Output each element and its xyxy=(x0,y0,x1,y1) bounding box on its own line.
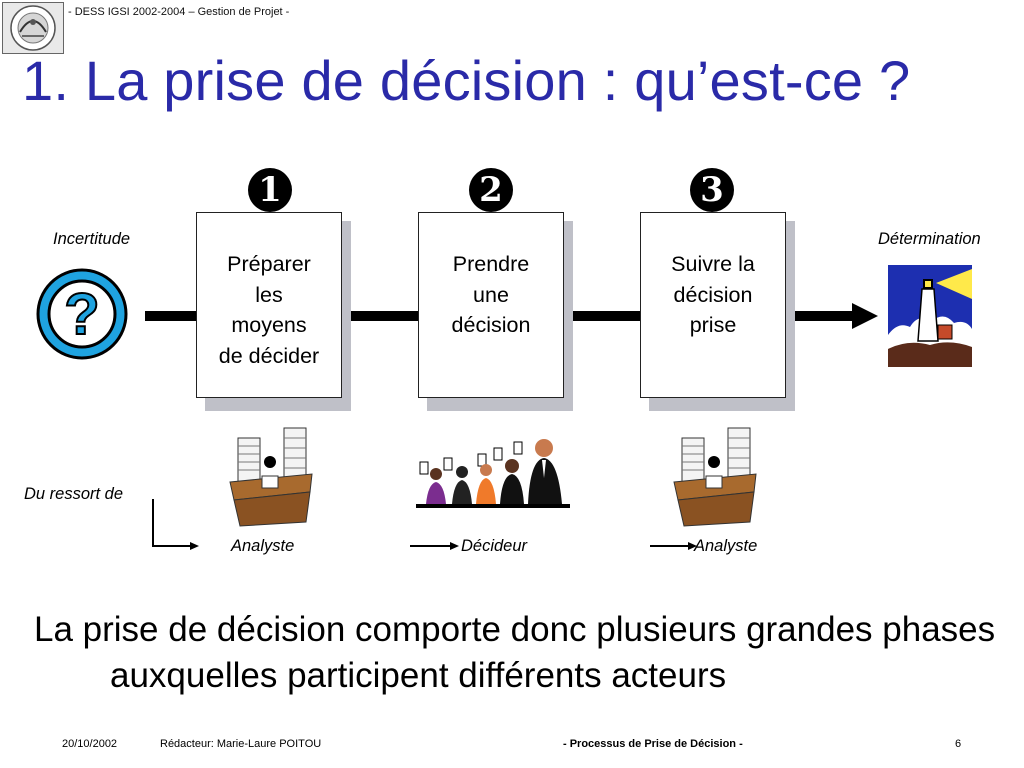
decision-makers-icon xyxy=(416,434,570,510)
analyst-desk-icon xyxy=(672,426,758,528)
footer-author: Rédacteur: Marie-Laure POITOU xyxy=(160,738,322,750)
step-1-number: 1 xyxy=(248,168,292,212)
organization-logo xyxy=(2,2,64,54)
step-3-box: Suivre la décision prise xyxy=(640,212,786,398)
process-arrow-head xyxy=(852,303,878,329)
actor-2-label: Décideur xyxy=(461,537,528,555)
actors-arrow-2-head xyxy=(450,542,459,550)
step-2-box: Prendre une décision xyxy=(418,212,564,398)
actors-arrow-2-line xyxy=(410,545,452,547)
footer-page-number: 6 xyxy=(955,738,962,750)
step-3-label: Suivre la décision prise xyxy=(671,252,755,337)
header-text: - DESS IGSI 2002-2004 – Gestion de Proje… xyxy=(68,6,290,18)
actors-arrow-1-head xyxy=(190,542,199,550)
slide-title: 1. La prise de décision : qu’est-ce ? xyxy=(22,49,911,112)
step-3-number: 3 xyxy=(690,168,734,212)
actors-arrow-3-head xyxy=(688,542,697,550)
svg-text:?: ? xyxy=(64,282,99,347)
question-mark-icon: ? xyxy=(34,266,130,362)
lighthouse-icon xyxy=(888,265,972,367)
start-label: Incertitude xyxy=(53,230,131,248)
footer-date: 20/10/2002 xyxy=(62,738,118,750)
summary-text: La prise de décision comporte donc plusi… xyxy=(34,610,996,695)
step-1-label: Préparer les moyens de décider xyxy=(218,252,320,368)
analyst-desk-icon xyxy=(228,426,314,528)
actors-connector-vertical xyxy=(152,499,154,547)
footer-section: - Processus de Prise de Décision - xyxy=(563,738,743,750)
end-label: Détermination xyxy=(878,230,981,248)
step-2-label: Prendre une décision xyxy=(451,252,531,337)
actors-arrow-1-line xyxy=(152,545,192,547)
actor-3-label: Analyste xyxy=(694,537,758,555)
step-1-box: Préparer les moyens de décider xyxy=(196,212,342,398)
actors-arrow-3-line xyxy=(650,545,690,547)
actors-prefix: Du ressort de xyxy=(24,485,124,503)
step-2-number: 2 xyxy=(469,168,513,212)
actor-1-label: Analyste xyxy=(231,537,295,555)
